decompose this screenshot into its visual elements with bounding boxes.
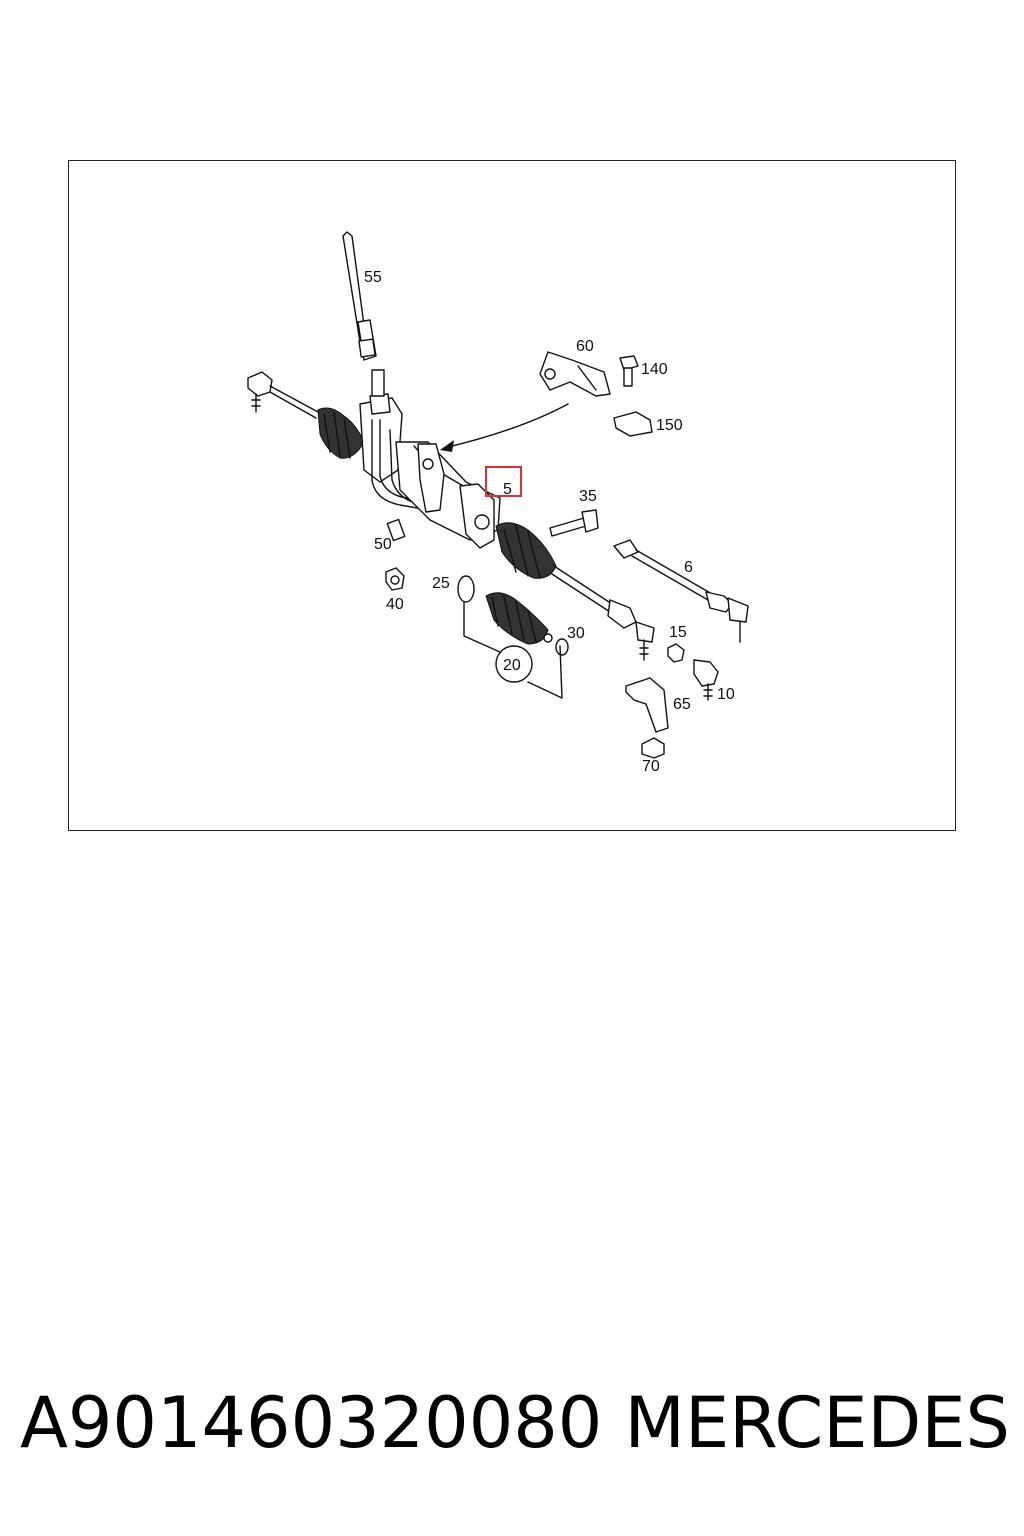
caption: A901460320080 MERCEDES (20, 1378, 1010, 1468)
callout-60[interactable]: 60 (576, 338, 594, 355)
callout-70[interactable]: 70 (642, 758, 660, 775)
bracket-65-part (625, 677, 669, 733)
steering-rack-part (247, 369, 655, 661)
callout-140[interactable]: 140 (641, 361, 668, 378)
arrow-head-icon (440, 440, 454, 452)
callout-65[interactable]: 65 (673, 696, 691, 713)
flange-nut-70-part (641, 737, 665, 759)
bolt-140-part (619, 355, 639, 387)
boot-20-part (485, 592, 553, 645)
tie-rod-6-part (613, 539, 749, 643)
nut-15-part (667, 643, 685, 663)
callout-20-circle (495, 645, 533, 683)
clip-nut-part (613, 411, 653, 437)
callout-20[interactable]: 20 (503, 657, 521, 674)
assembly-arrow (443, 403, 569, 449)
bolt-35-part (549, 509, 599, 537)
callout-25[interactable]: 25 (432, 575, 450, 592)
steering-shaft-part (342, 231, 377, 361)
callout-15[interactable]: 15 (669, 624, 687, 641)
diagram-frame (68, 160, 956, 831)
callout-150[interactable]: 150 (656, 417, 683, 434)
highlight-box (485, 466, 522, 497)
callout-5[interactable]: 5 (503, 481, 512, 498)
tie-rod-end-10-part (693, 659, 719, 701)
nut-40-part (385, 567, 405, 591)
callout-6[interactable]: 6 (684, 559, 693, 576)
callout-55[interactable]: 55 (364, 269, 382, 286)
part-number: A901460320080 (20, 1382, 603, 1464)
sleeve-part (386, 518, 406, 542)
callout-40[interactable]: 40 (386, 596, 404, 613)
brand-name: MERCEDES (624, 1382, 1010, 1464)
callout-35[interactable]: 35 (579, 488, 597, 505)
bracket-part (539, 351, 611, 397)
clamp-30-part (555, 638, 569, 656)
callout-10[interactable]: 10 (717, 686, 735, 703)
clamp-ring-25-part (457, 575, 475, 603)
boot-kit-bracket (463, 601, 563, 699)
callout-30[interactable]: 30 (567, 625, 585, 642)
callout-50[interactable]: 50 (374, 536, 392, 553)
